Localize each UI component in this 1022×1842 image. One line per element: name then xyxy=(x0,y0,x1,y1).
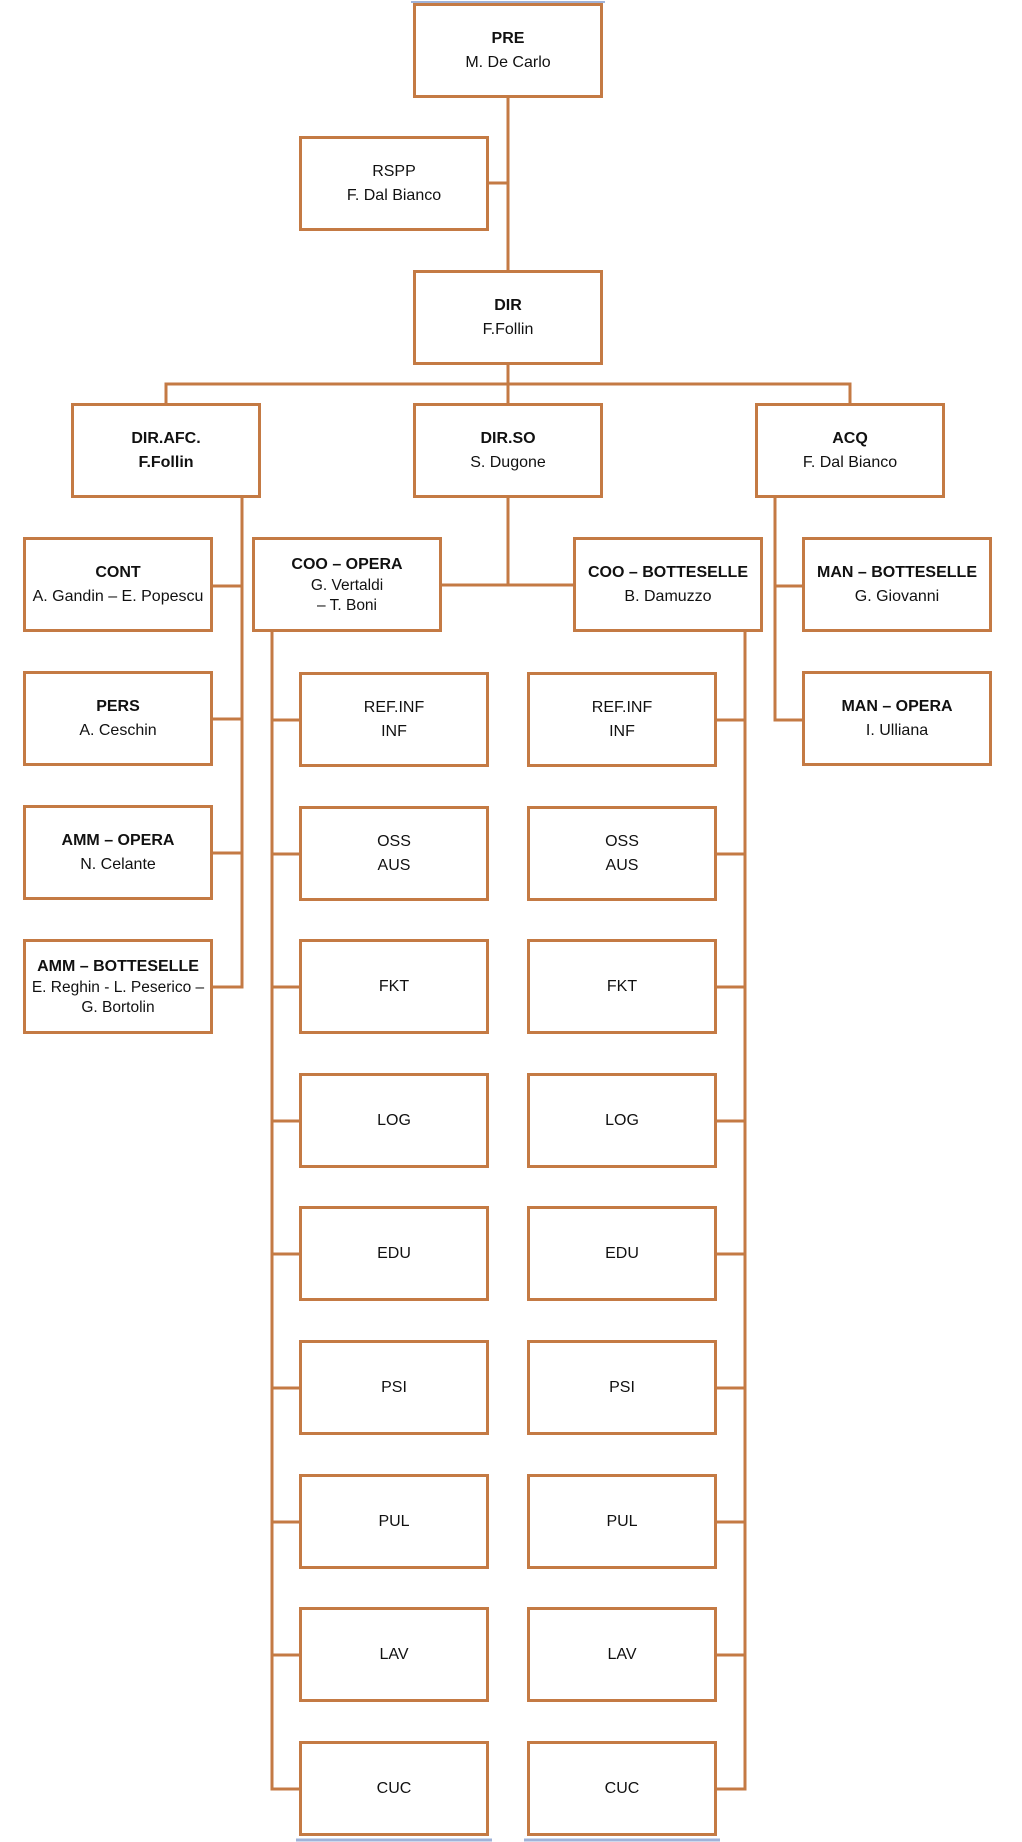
unit-box: LOG xyxy=(299,1073,489,1168)
node-person: N. Celante xyxy=(80,855,156,873)
node-title: DIR xyxy=(494,297,522,315)
node-person: E. Reghin - L. Peserico – G. Bortolin xyxy=(31,978,205,1017)
unit-title: LOG xyxy=(377,1111,411,1129)
unit-title: OSS xyxy=(377,833,411,851)
unit-sub: INF xyxy=(609,722,635,740)
unit-title: PSI xyxy=(381,1378,407,1396)
unit-box: OSS AUS xyxy=(527,806,717,901)
unit-title: REF.INF xyxy=(363,699,425,717)
node-person: M. De Carlo xyxy=(465,53,551,71)
unit-title: REF.INF xyxy=(591,699,653,717)
node-title: COO – BOTTESELLE xyxy=(587,564,748,582)
unit-box: PUL xyxy=(527,1474,717,1569)
unit-sub: AUS xyxy=(377,856,411,874)
unit-title: PUL xyxy=(378,1512,410,1530)
unit-box: LAV xyxy=(527,1607,717,1702)
node-person: G. Giovanni xyxy=(854,587,940,605)
node-coo-opera: COO – OPERA G. Vertaldi – T. Boni xyxy=(252,537,442,632)
unit-box: FKT xyxy=(527,939,717,1034)
unit-title: LOG xyxy=(605,1111,639,1129)
node-title: MAN – BOTTESELLE xyxy=(816,564,977,582)
node-title: CONT xyxy=(95,564,141,582)
node-title: RSPP xyxy=(372,163,416,181)
node-person: F.Follin xyxy=(482,320,534,338)
unit-box: LOG xyxy=(527,1073,717,1168)
unit-title: OSS xyxy=(605,833,639,851)
unit-title: CUC xyxy=(604,1779,640,1797)
node-acq: ACQ F. Dal Bianco xyxy=(755,403,945,498)
unit-sub: INF xyxy=(381,722,407,740)
node-amm-botteselle: AMM – BOTTESELLE E. Reghin - L. Peserico… xyxy=(23,939,213,1034)
unit-box: EDU xyxy=(527,1206,717,1301)
node-dir-afc: DIR.AFC. F.Follin xyxy=(71,403,261,498)
node-title: PRE xyxy=(491,30,525,48)
unit-box: CUC xyxy=(527,1741,717,1836)
unit-title: CUC xyxy=(376,1779,412,1797)
unit-box: PSI xyxy=(527,1340,717,1435)
node-title: AMM – BOTTESELLE xyxy=(37,957,199,975)
node-pre: PRE M. De Carlo xyxy=(413,3,603,98)
unit-title: LAV xyxy=(607,1645,637,1663)
node-coo-botteselle: COO – BOTTESELLE B. Damuzzo xyxy=(573,537,763,632)
node-title: ACQ xyxy=(832,430,868,448)
node-person: B. Damuzzo xyxy=(624,587,712,605)
node-man-opera: MAN – OPERA I. Ulliana xyxy=(802,671,992,766)
unit-box: REF.INF INF xyxy=(299,672,489,767)
node-amm-opera: AMM – OPERA N. Celante xyxy=(23,805,213,900)
node-title: PERS xyxy=(96,698,140,716)
node-rspp: RSPP F. Dal Bianco xyxy=(299,136,489,231)
node-person: G. Vertaldi – T. Boni xyxy=(310,576,384,615)
unit-box: OSS AUS xyxy=(299,806,489,901)
unit-sub: AUS xyxy=(605,856,639,874)
node-person: A. Ceschin xyxy=(79,721,157,739)
node-person: A. Gandin – E. Popescu xyxy=(32,587,204,605)
node-title: COO – OPERA xyxy=(291,555,403,573)
unit-box: REF.INF INF xyxy=(527,672,717,767)
node-person: F. Dal Bianco xyxy=(346,186,442,204)
node-person: S. Dugone xyxy=(470,453,546,471)
node-title: AMM – OPERA xyxy=(61,832,175,850)
node-dir-so: DIR.SO S. Dugone xyxy=(413,403,603,498)
node-man-botteselle: MAN – BOTTESELLE G. Giovanni xyxy=(802,537,992,632)
node-person: I. Ulliana xyxy=(865,721,929,739)
unit-title: PUL xyxy=(606,1512,638,1530)
unit-title: FKT xyxy=(378,977,410,995)
node-title: MAN – OPERA xyxy=(841,698,953,716)
unit-box: PSI xyxy=(299,1340,489,1435)
node-title: DIR.AFC. xyxy=(131,430,201,448)
unit-box: FKT xyxy=(299,939,489,1034)
node-title: DIR.SO xyxy=(480,430,536,448)
unit-box: EDU xyxy=(299,1206,489,1301)
unit-title: LAV xyxy=(379,1645,409,1663)
unit-title: FKT xyxy=(606,977,638,995)
node-person: F. Dal Bianco xyxy=(802,453,898,471)
unit-box: CUC xyxy=(299,1741,489,1836)
node-cont: CONT A. Gandin – E. Popescu xyxy=(23,537,213,632)
node-pers: PERS A. Ceschin xyxy=(23,671,213,766)
unit-box: PUL xyxy=(299,1474,489,1569)
unit-box: LAV xyxy=(299,1607,489,1702)
unit-title: PSI xyxy=(609,1378,635,1396)
unit-title: EDU xyxy=(377,1244,411,1262)
unit-title: EDU xyxy=(605,1244,639,1262)
node-dir: DIR F.Follin xyxy=(413,270,603,365)
node-person: F.Follin xyxy=(138,453,194,471)
